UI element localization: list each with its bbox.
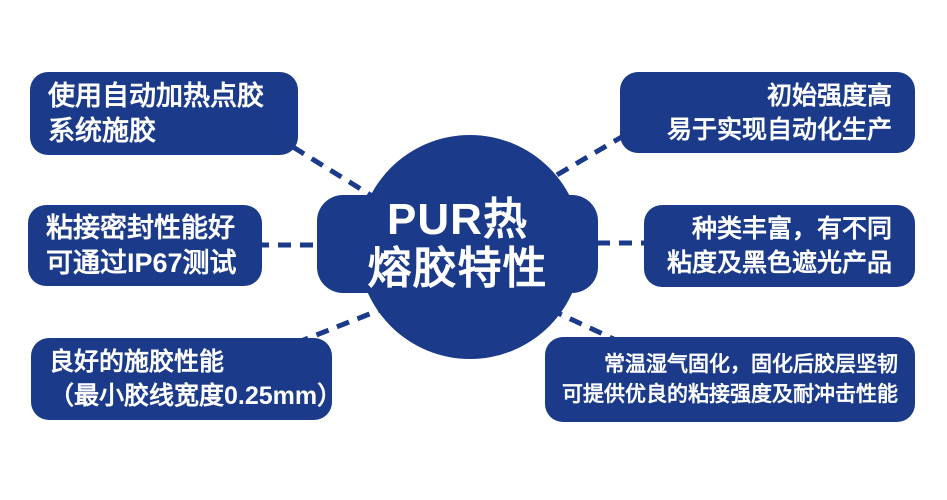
feature-mid-left-line1: 粘接密封性能好 bbox=[46, 212, 235, 243]
feature-mid-right-line2: 粘度及黑色遮光产品 bbox=[666, 249, 892, 277]
feature-top-left-line1: 使用自动加热点胶 bbox=[48, 80, 264, 111]
feature-box-top-left: 使用自动加热点胶 系统施胶 bbox=[30, 72, 298, 155]
feature-top-right-line1: 初始强度高 bbox=[766, 81, 892, 110]
feature-top-right-line2: 易于实现自动化生产 bbox=[666, 115, 892, 144]
feature-mid-left-line2: 可通过IP67测试 bbox=[46, 247, 237, 278]
feature-box-top-right: 初始强度高 易于实现自动化生产 bbox=[620, 72, 915, 153]
feature-mid-right-line1: 种类丰富，有不同 bbox=[691, 215, 892, 243]
feature-bottom-left-line1: 良好的施胶性能 bbox=[49, 348, 225, 376]
diagram-title-line1: PUR热 bbox=[387, 195, 528, 244]
connector-top-left bbox=[291, 144, 374, 199]
connector-bottom-right bbox=[528, 297, 622, 345]
center-band bbox=[317, 195, 598, 293]
feature-bottom-left-line2: （最小胶线宽度0.25mm） bbox=[49, 382, 343, 410]
feature-box-mid-left: 粘接密封性能好 可通过IP67测试 bbox=[28, 205, 262, 286]
feature-bottom-right-line2: 可提供优良的粘接强度及耐冲击性能 bbox=[562, 382, 898, 406]
feature-top-left-line2: 系统施胶 bbox=[48, 115, 156, 146]
feature-box-bottom-right: 常温湿气固化，固化后胶层坚韧 可提供优良的粘接强度及耐冲击性能 bbox=[545, 337, 915, 422]
diagram-title-line2: 熔胶特性 bbox=[367, 244, 548, 293]
connector-top-right bbox=[536, 132, 627, 189]
feature-box-mid-right: 种类丰富，有不同 粘度及黑色遮光产品 bbox=[644, 205, 915, 287]
feature-bottom-right-line1: 常温湿气固化，固化后胶层坚韧 bbox=[604, 352, 898, 376]
diagram-title: PUR热 熔胶特性 bbox=[317, 195, 598, 293]
feature-box-bottom-left: 良好的施胶性能 （最小胶线宽度0.25mm） bbox=[31, 338, 343, 420]
